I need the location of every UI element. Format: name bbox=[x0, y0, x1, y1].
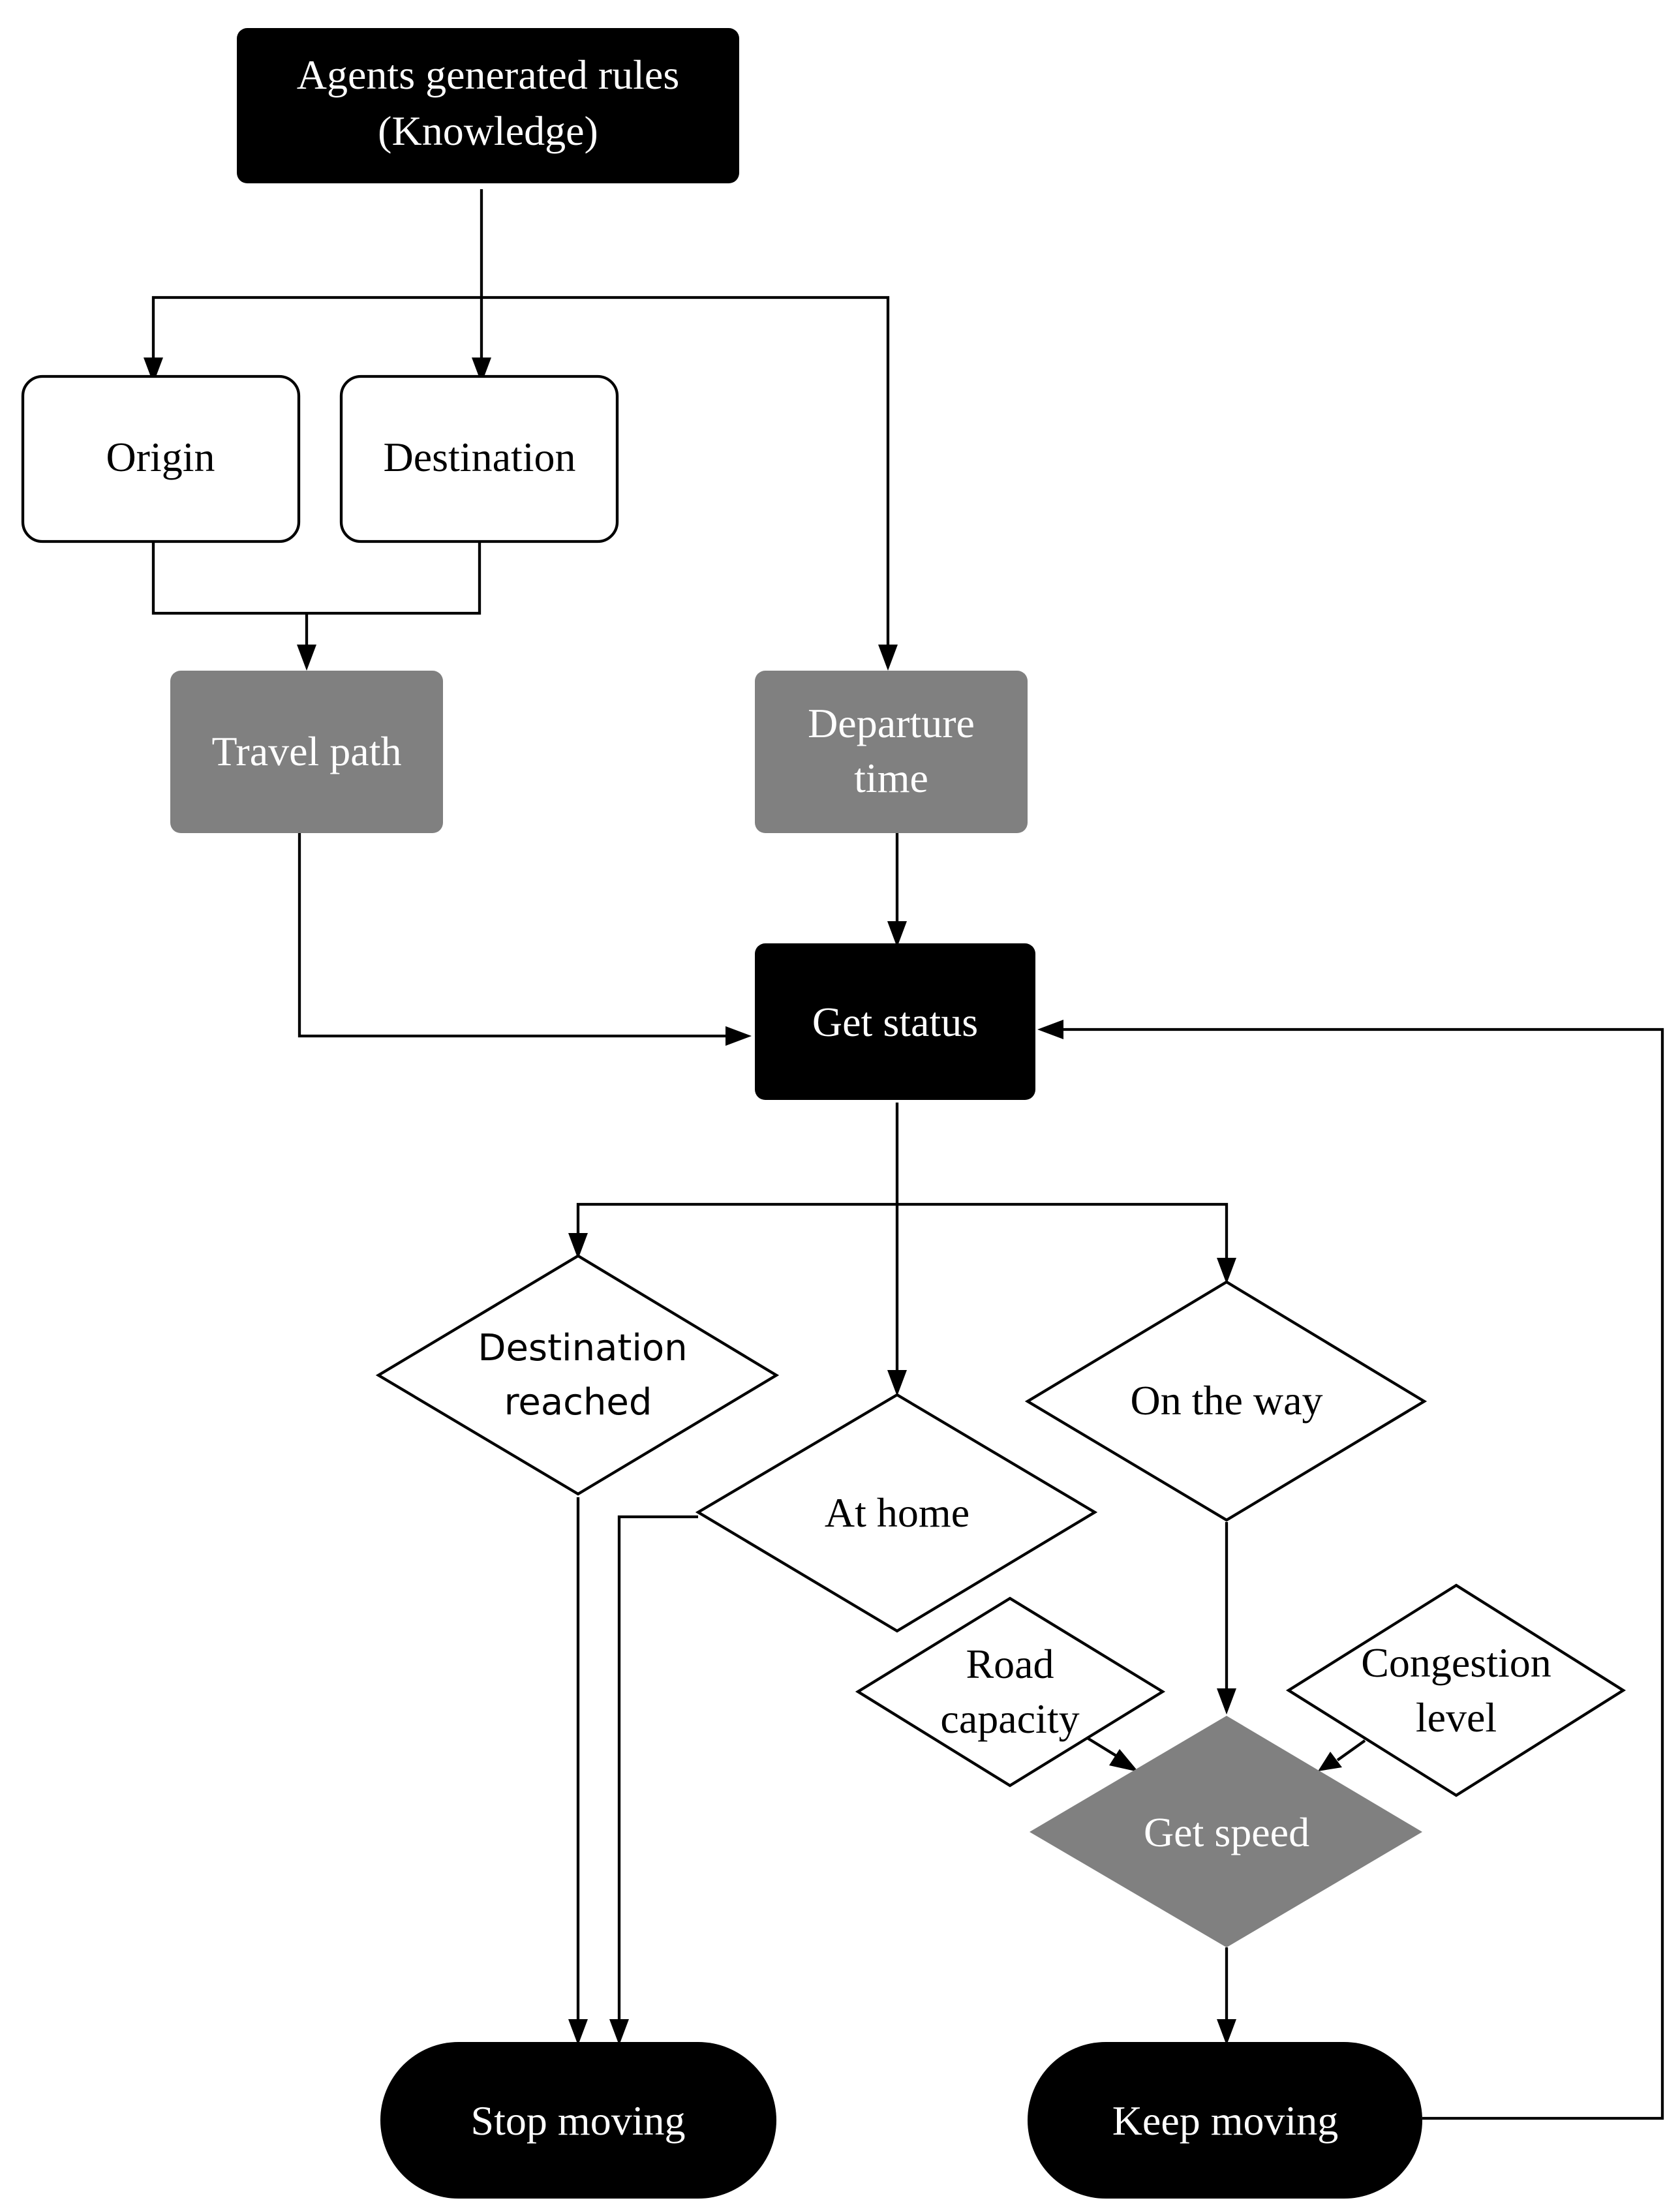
edge-status-branch bbox=[576, 1202, 1229, 1259]
arrowhead-speed-right bbox=[1318, 1752, 1342, 1771]
destination-box bbox=[339, 374, 619, 543]
agents-rules-line1: Agents generated rules bbox=[297, 52, 679, 98]
node-stop-moving: Stop moving bbox=[380, 2042, 776, 2199]
edge-at-home-to-stop bbox=[617, 1515, 698, 2022]
arrowhead-origin bbox=[144, 358, 163, 384]
road-capacity-line1: Road bbox=[966, 1641, 1054, 1687]
node-departure-time: Departure time bbox=[755, 671, 1028, 833]
edges bbox=[144, 189, 1664, 2120]
arrowhead-status-top bbox=[887, 921, 907, 947]
node-on-the-way: On the way bbox=[1024, 1280, 1428, 1522]
destination-reached-line1: Destination bbox=[478, 1327, 687, 1369]
on-the-way-label: On the way bbox=[1130, 1377, 1322, 1424]
get-status-label: Get status bbox=[812, 999, 978, 1045]
origin-label: Origin bbox=[106, 434, 215, 480]
arrowhead-keep-top bbox=[1217, 2019, 1236, 2045]
stop-moving-pill bbox=[380, 2042, 776, 2199]
arrowhead-status-left bbox=[725, 1026, 752, 1046]
arrowhead-travel-path bbox=[297, 645, 316, 671]
agents-rules-box bbox=[237, 28, 739, 183]
get-speed-diamond bbox=[1030, 1716, 1422, 1947]
congestion-level-line2: level bbox=[1416, 1694, 1497, 1741]
arrowhead-departure bbox=[878, 645, 898, 671]
arrowhead-speed-left bbox=[1109, 1749, 1138, 1772]
edge-rules-branch bbox=[151, 296, 890, 646]
node-travel-path: Travel path bbox=[170, 671, 443, 833]
node-agents-generated-rules: Agents generated rules (Knowledge) bbox=[237, 28, 739, 183]
arrowhead-destination-reached bbox=[568, 1233, 588, 1259]
node-get-speed: Get speed bbox=[1030, 1716, 1422, 1947]
node-congestion-level: Congestion level bbox=[1285, 1583, 1627, 1797]
at-home-diamond bbox=[695, 1393, 1098, 1633]
road-capacity-diamond bbox=[855, 1596, 1166, 1788]
origin-box bbox=[21, 374, 301, 543]
edge-keep-to-status-loop bbox=[1050, 1028, 1664, 2120]
arrowhead-destination bbox=[472, 358, 491, 384]
node-origin: Origin bbox=[21, 374, 301, 543]
on-the-way-diamond bbox=[1024, 1280, 1428, 1522]
keep-moving-pill bbox=[1028, 2042, 1422, 2199]
edge-congestion-to-speed bbox=[1336, 1739, 1366, 1761]
congestion-level-line1: Congestion bbox=[1361, 1639, 1551, 1686]
arrowhead-on-the-way bbox=[1217, 1258, 1236, 1284]
arrowhead-status-right bbox=[1037, 1020, 1063, 1039]
departure-time-line1: Departure bbox=[808, 700, 975, 746]
arrowhead-speed-top bbox=[1217, 1688, 1236, 1714]
stop-moving-label: Stop moving bbox=[471, 2097, 686, 2144]
arrowhead-stop-right bbox=[609, 2019, 629, 2045]
road-capacity-line2: capacity bbox=[940, 1696, 1079, 1742]
node-get-status: Get status bbox=[755, 943, 1035, 1100]
keep-moving-label: Keep moving bbox=[1112, 2097, 1339, 2144]
node-keep-moving: Keep moving bbox=[1028, 2042, 1422, 2199]
get-status-box bbox=[755, 943, 1035, 1100]
node-destination-reached: Destination reached bbox=[375, 1254, 780, 1496]
node-road-capacity: Road capacity bbox=[855, 1596, 1166, 1788]
agents-rules-line2: (Knowledge) bbox=[378, 108, 598, 154]
arrowhead-at-home bbox=[887, 1370, 907, 1396]
destination-label: Destination bbox=[383, 434, 575, 480]
at-home-label: At home bbox=[825, 1489, 970, 1536]
destination-reached-line2: reached bbox=[504, 1381, 652, 1424]
congestion-level-diamond bbox=[1285, 1583, 1627, 1797]
node-at-home: At home bbox=[695, 1393, 1098, 1633]
edge-origin-destination-merge bbox=[151, 541, 481, 652]
departure-time-box bbox=[755, 671, 1028, 833]
travel-path-label: Travel path bbox=[212, 728, 402, 774]
arrowhead-stop-left bbox=[568, 2019, 588, 2045]
get-speed-label: Get speed bbox=[1144, 1809, 1309, 1855]
node-destination: Destination bbox=[339, 374, 619, 543]
destination-reached-diamond bbox=[375, 1254, 780, 1496]
travel-path-box bbox=[170, 671, 443, 833]
departure-time-line2: time bbox=[854, 755, 928, 801]
edge-travel-path-to-status bbox=[298, 833, 737, 1038]
